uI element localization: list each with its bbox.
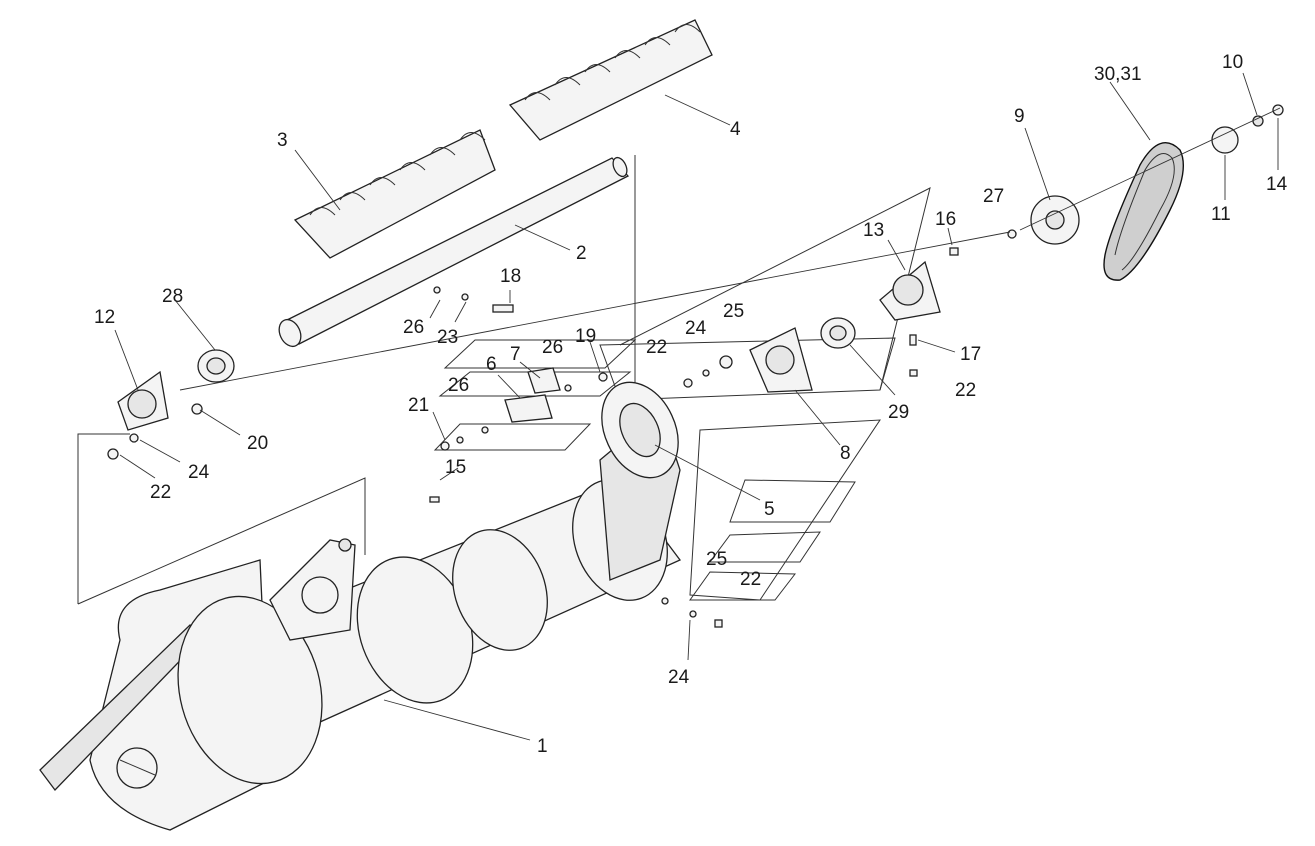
drive-assembly [1030,104,1284,281]
auger-shaft [278,156,630,348]
label-11: 11 [1211,204,1231,225]
label-24a: 24 [188,462,210,483]
label-20: 20 [247,433,268,454]
label-27: 27 [983,186,1004,207]
left-bearing-assembly [107,349,235,460]
label-22a: 22 [150,482,171,503]
label-3: 3 [277,130,288,151]
label-25a: 25 [723,301,744,322]
label-22d: 22 [740,569,761,590]
label-19: 19 [575,326,596,347]
label-26c: 26 [448,375,469,396]
label-7: 7 [510,344,521,365]
label-14: 14 [1266,174,1288,195]
label-6: 6 [486,354,497,375]
label-28: 28 [162,286,183,307]
label-12: 12 [94,307,115,328]
label-13: 13 [863,220,884,241]
label-18: 18 [500,266,521,287]
label-1: 1 [537,736,548,757]
label-4: 4 [730,119,741,140]
label-24b: 24 [685,318,707,339]
label-8: 8 [840,443,851,464]
right-bearing-assembly [683,229,1017,393]
label-29: 29 [888,402,909,423]
label-17: 17 [960,344,981,365]
label-24c: 24 [668,667,690,688]
auger-tube [39,381,682,831]
label-16: 16 [935,209,956,230]
label-22b: 22 [646,337,667,358]
label-10: 10 [1222,52,1243,73]
label-23: 23 [437,327,458,348]
leader-lines [114,72,1279,741]
label-30-31: 30,31 [1094,64,1142,85]
label-9: 9 [1014,106,1025,127]
label-22c: 22 [955,380,976,401]
label-2: 2 [576,243,587,264]
label-21: 21 [408,395,429,416]
label-26b: 26 [542,337,563,358]
auger-flights [293,19,713,259]
callout-labels: 1 2 3 4 5 6 7 8 9 10 11 12 13 14 15 16 1… [94,52,1288,757]
label-26a: 26 [403,317,424,338]
label-25b: 25 [706,549,727,570]
label-15: 15 [445,457,466,478]
label-5: 5 [764,499,775,520]
